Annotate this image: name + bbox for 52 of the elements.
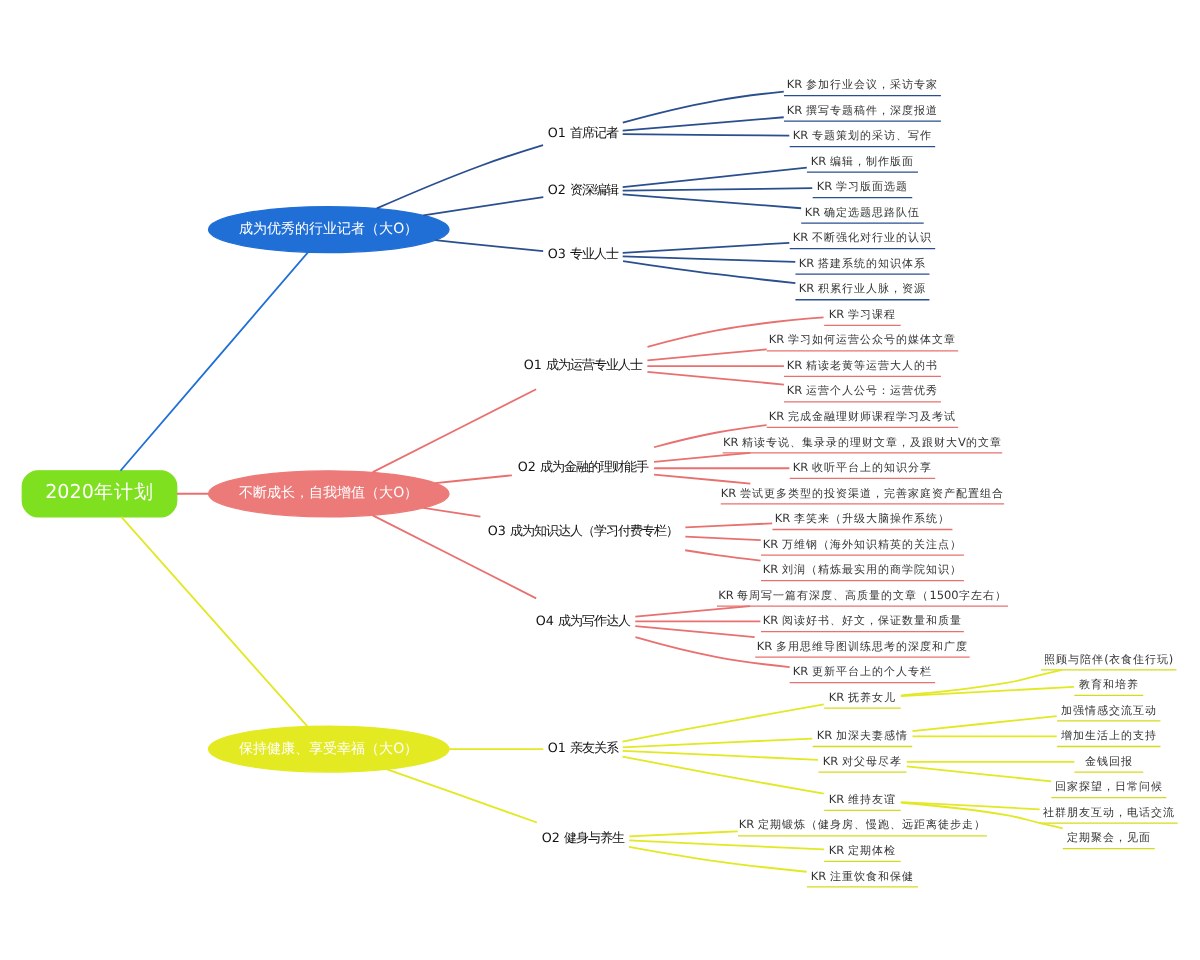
- connector: [621, 748, 819, 760]
- connector: [621, 186, 814, 191]
- connector: [653, 466, 791, 469]
- connector: [900, 668, 1063, 696]
- connector: [634, 624, 756, 637]
- connector: [646, 364, 785, 366]
- connector: [434, 238, 545, 252]
- connector: [684, 521, 774, 528]
- connector: [905, 764, 1053, 782]
- connector: [371, 387, 538, 472]
- connector: [911, 714, 1058, 732]
- connector: [653, 451, 752, 462]
- connector: [621, 89, 785, 123]
- connector: [628, 838, 825, 850]
- connector: [911, 734, 1058, 737]
- connector: [434, 473, 513, 483]
- connector: [621, 165, 808, 188]
- connector: [653, 472, 752, 484]
- connector: [621, 254, 797, 262]
- connector: [899, 685, 1075, 696]
- connector: [684, 534, 762, 541]
- connector: [422, 195, 545, 216]
- connector: [621, 132, 791, 136]
- node-box: 2020年计划: [21, 469, 178, 517]
- connector: [621, 754, 825, 794]
- connector: [628, 829, 739, 837]
- connector: [684, 548, 762, 561]
- connector: [634, 635, 791, 667]
- connector: [646, 315, 825, 347]
- connector: [176, 491, 210, 494]
- connector: [905, 759, 1076, 762]
- connector: [386, 767, 538, 823]
- connector: [900, 800, 1064, 829]
- connector: [628, 845, 808, 872]
- connector: [621, 736, 814, 748]
- connector: [653, 423, 768, 448]
- connector: [375, 143, 544, 209]
- connector: [646, 347, 768, 361]
- connector: [621, 115, 785, 131]
- connector: [634, 604, 751, 617]
- connector: [448, 747, 545, 749]
- connector: [646, 370, 785, 385]
- connector: [371, 513, 538, 599]
- connector: [120, 514, 309, 727]
- connector: [899, 800, 1041, 810]
- connector: [621, 240, 791, 253]
- connector: [622, 259, 797, 283]
- connector: [119, 250, 309, 471]
- connector: [621, 192, 803, 209]
- connector: [621, 702, 825, 742]
- connector: [422, 506, 482, 517]
- connector: [634, 619, 762, 622]
